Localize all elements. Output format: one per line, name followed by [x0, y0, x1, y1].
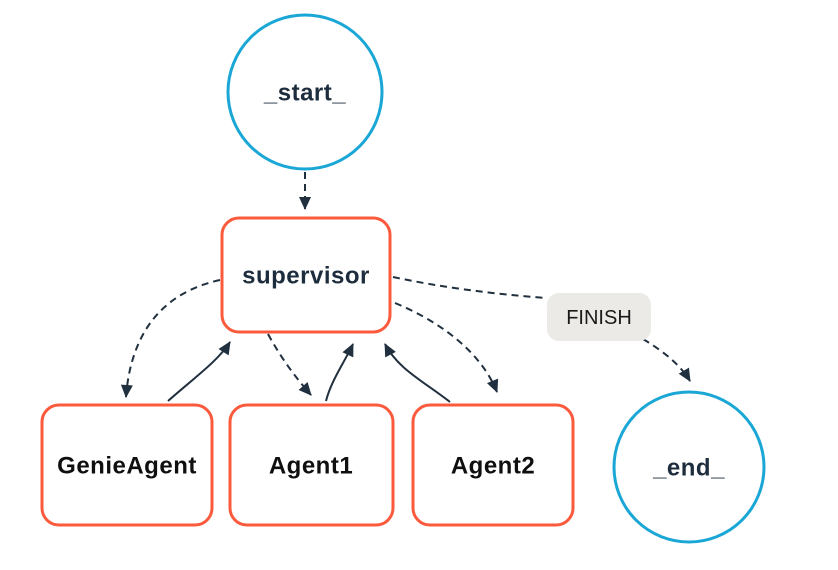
genieagent-node-box — [40, 403, 214, 527]
edge-label-finish: FINISH — [547, 293, 651, 341]
supervisor-node-box — [220, 216, 392, 334]
node-supervisor: supervisor — [220, 216, 392, 334]
supervisor-node-label: supervisor — [242, 263, 370, 290]
end-node-circle — [612, 390, 766, 544]
finish-label-box — [547, 293, 651, 341]
edge-agent1-to-supervisor — [325, 343, 354, 402]
agent1-node-box — [228, 403, 395, 527]
node-start: _start_ — [226, 13, 384, 171]
edge-supervisor-to-genieagent — [120, 279, 221, 398]
start-node-circle — [226, 13, 384, 171]
node-genieagent: GenieAgent — [40, 403, 214, 527]
edges — [120, 172, 691, 403]
agent1-node-label: Agent1 — [269, 453, 353, 480]
edge-finish-to-end — [642, 338, 691, 382]
edge-supervisor-to-agent1 — [267, 333, 312, 396]
edge-genieagent-to-supervisor — [167, 341, 231, 402]
node-end: _end_ — [612, 390, 766, 544]
node-agent1: Agent1 — [228, 403, 395, 527]
edge-agent2-to-supervisor — [384, 343, 451, 403]
start-node-label: _start_ — [263, 80, 346, 107]
finish-label-text: FINISH — [566, 307, 632, 329]
agent2-node-box — [411, 403, 575, 527]
node-agent2: Agent2 — [411, 403, 575, 527]
agent2-node-label: Agent2 — [451, 453, 535, 480]
end-node-label: _end_ — [652, 455, 725, 482]
edge-supervisor-to-finish — [392, 276, 547, 299]
genieagent-node-label: GenieAgent — [57, 453, 197, 480]
edge-supervisor-to-agent2 — [394, 302, 499, 393]
